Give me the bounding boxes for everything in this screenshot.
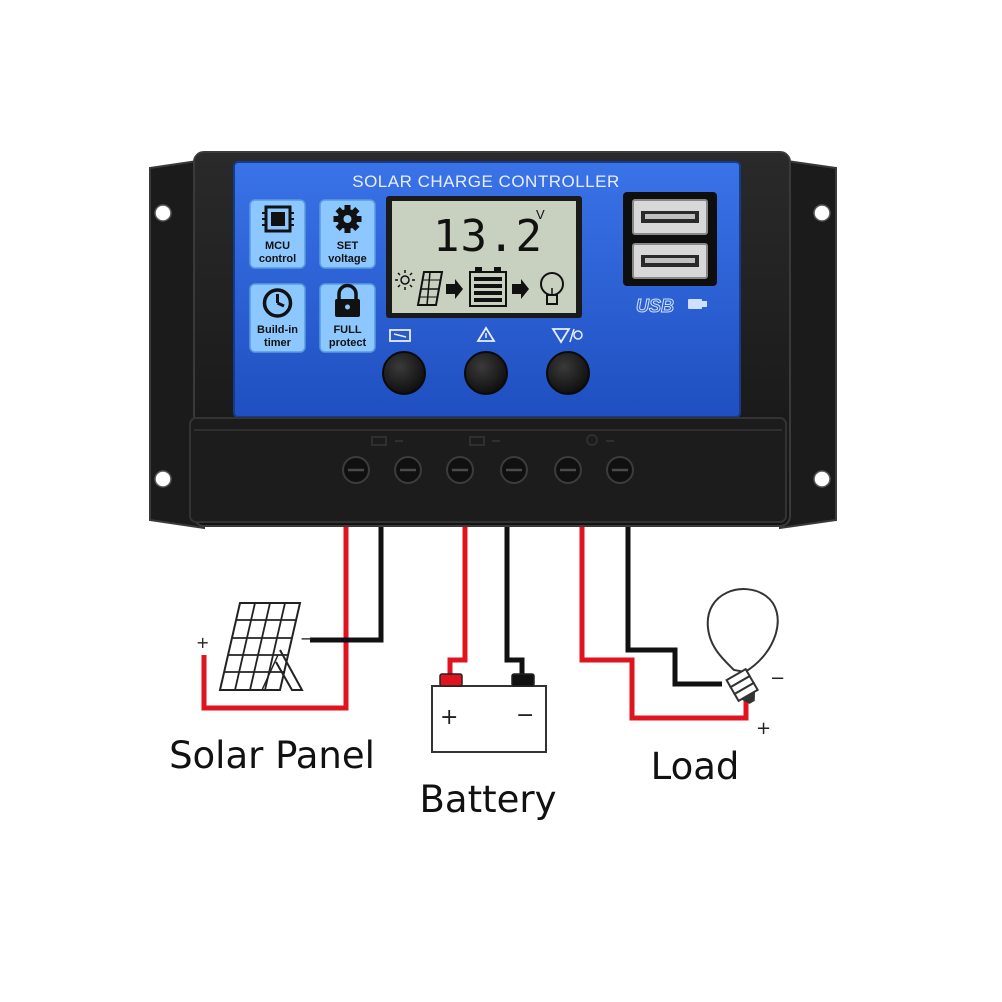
charge-controller: SOLAR CHARGE CONTROLLER MCU control — [149, 151, 837, 530]
battery-negative-wire — [504, 520, 525, 678]
solar-positive-wire — [201, 520, 349, 711]
load-minus-sign: − — [770, 668, 785, 689]
terminal-screw — [446, 456, 474, 484]
lcd-arrow-icon — [446, 279, 463, 299]
lcd-voltage-value: 13.2 — [433, 211, 543, 262]
terminal-screws — [342, 456, 634, 484]
battery-positive-wire — [447, 520, 468, 678]
battery-negative-terminal — [511, 673, 535, 687]
lcd-arrow-icon — [512, 279, 529, 299]
feature-label-line1: FULL — [333, 324, 361, 336]
terminal-screw — [394, 456, 422, 484]
terminal-screw — [500, 456, 528, 484]
terminal-screw — [554, 456, 582, 484]
battery-positive-terminal — [439, 673, 463, 687]
sun-icon — [395, 270, 415, 290]
load-positive-wire — [579, 520, 749, 721]
feature-tile-timer: Build-in timer — [249, 283, 306, 353]
mounting-hole-icon — [813, 204, 831, 222]
gear-icon — [333, 205, 362, 233]
up-button[interactable] — [464, 351, 508, 395]
padlock-icon — [335, 283, 360, 317]
battery-minus-sign: − — [516, 703, 534, 728]
battery-plus-sign: + — [440, 705, 458, 730]
battery-icon — [431, 673, 547, 753]
lcd-bulb-icon — [540, 272, 564, 305]
chip-icon — [262, 205, 294, 233]
battery-label: Battery — [420, 778, 557, 821]
lcd-solar-panel-icon — [416, 271, 444, 306]
mounting-hole-icon — [154, 204, 172, 222]
feature-tile-set-voltage: SET voltage — [319, 199, 376, 269]
down-triangle-icon — [551, 328, 583, 344]
wires — [201, 520, 749, 721]
terminal-block — [189, 417, 787, 523]
feature-label-line1: Build-in — [257, 324, 298, 336]
solar-panel-icon — [218, 602, 304, 691]
mounting-hole-icon — [154, 470, 172, 488]
light-bulb-icon — [706, 588, 779, 704]
solar-minus-sign: − — [300, 629, 313, 648]
terminal-screw — [342, 456, 370, 484]
lcd-display: 13.2 V — [386, 196, 582, 318]
feature-label-line2: protect — [329, 337, 367, 349]
lcd-voltage-unit: V — [536, 207, 545, 222]
solar-negative-wire — [310, 520, 384, 643]
lcd-battery-icon — [469, 267, 507, 307]
feature-tile-mcu: MCU control — [249, 199, 306, 269]
clock-icon — [262, 288, 293, 318]
device-title: SOLAR CHARGE CONTROLLER — [352, 172, 620, 191]
feature-label-line2: control — [259, 253, 296, 265]
menu-button[interactable] — [382, 351, 426, 395]
load-negative-wire — [625, 520, 722, 687]
solar-panel-label: Solar Panel — [169, 734, 375, 777]
load-label: Load — [651, 745, 740, 788]
down-button[interactable] — [546, 351, 590, 395]
feature-tile-protect: FULL protect — [319, 283, 376, 353]
feature-label-line1: SET — [337, 240, 359, 252]
feature-label-line2: timer — [264, 337, 292, 349]
terminal-embossed-symbols — [371, 434, 614, 446]
usb-plug-icon — [688, 299, 702, 309]
feature-label-line1: MCU — [265, 240, 290, 252]
up-triangle-icon — [476, 326, 496, 342]
menu-icon — [389, 329, 411, 342]
terminal-screw — [606, 456, 634, 484]
usb-ports: USB — [623, 192, 717, 317]
load-plus-sign: + — [756, 718, 771, 739]
mounting-hole-icon — [813, 470, 831, 488]
feature-label-line2: voltage — [328, 253, 367, 265]
solar-plus-sign: + — [196, 633, 209, 652]
usb-label: USB — [636, 296, 674, 316]
